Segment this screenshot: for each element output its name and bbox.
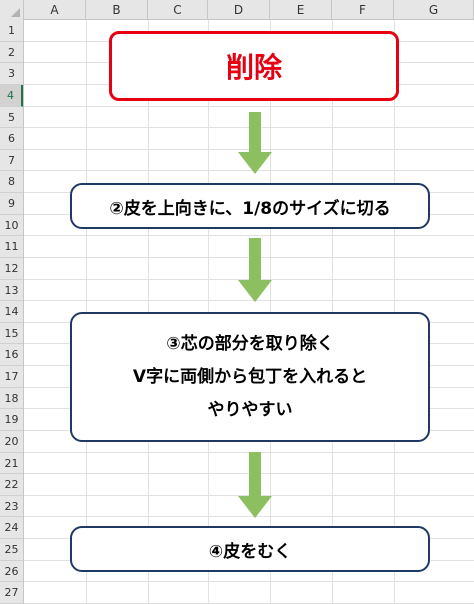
step-2-box[interactable]: ②皮を上向きに、1/8のサイズに切る — [70, 183, 430, 229]
gridline — [24, 516, 474, 518]
row-header-22[interactable]: 22 — [0, 474, 23, 496]
column-header-f[interactable]: F — [332, 0, 394, 20]
row-header-12[interactable]: 12 — [0, 258, 23, 280]
row-header-10[interactable]: 10 — [0, 215, 23, 237]
gridline — [24, 300, 474, 302]
down-arrow-icon — [238, 238, 272, 302]
step-3-line-1: ③芯の部分を取り除く — [166, 333, 334, 354]
step-2-text: ②皮を上向きに、1/8のサイズに切る — [109, 198, 391, 219]
column-header-d[interactable]: D — [208, 0, 270, 20]
step-4-text: ④皮をむく — [208, 541, 292, 562]
row-header-19[interactable]: 19 — [0, 409, 23, 431]
row-header-25[interactable]: 25 — [0, 539, 23, 561]
column-header-g[interactable]: G — [394, 0, 474, 20]
row-header-16[interactable]: 16 — [0, 344, 23, 367]
step-4-box[interactable]: ④皮をむく — [70, 526, 430, 572]
row-header-14[interactable]: 14 — [0, 301, 23, 323]
row-header-5[interactable]: 5 — [0, 107, 23, 129]
row-header-2[interactable]: 2 — [0, 42, 23, 64]
row-header-4[interactable]: 4 — [0, 84, 23, 107]
row-header-9[interactable]: 9 — [0, 193, 23, 215]
row-header-3[interactable]: 3 — [0, 63, 23, 85]
row-header-17[interactable]: 17 — [0, 366, 23, 388]
row-header-21[interactable]: 21 — [0, 453, 23, 475]
gridline — [24, 581, 474, 583]
row-header-15[interactable]: 15 — [0, 323, 23, 345]
title-box[interactable]: 削除 — [109, 31, 399, 101]
gridline — [24, 170, 474, 172]
row-header-18[interactable]: 18 — [0, 388, 23, 410]
row-header-20[interactable]: 20 — [0, 431, 23, 453]
step-3-box[interactable]: ③芯の部分を取り除く V字に両側から包丁を入れると やりやすい — [70, 312, 430, 442]
column-header-e[interactable]: E — [270, 0, 332, 20]
row-header-11[interactable]: 11 — [0, 236, 23, 258]
step-3-line-2: V字に両側から包丁を入れると — [132, 366, 368, 387]
column-header-c[interactable]: C — [148, 0, 208, 20]
column-header-bar: A B C D E F G — [0, 0, 474, 20]
row-header-6[interactable]: 6 — [0, 128, 23, 150]
row-header-27[interactable]: 27 — [0, 582, 23, 604]
row-header-7[interactable]: 7 — [0, 150, 23, 172]
column-header-a[interactable]: A — [24, 0, 86, 20]
row-header-13[interactable]: 13 — [0, 280, 23, 302]
down-arrow-icon — [238, 452, 272, 518]
down-arrow-icon — [238, 112, 272, 174]
step-3-line-3: やりやすい — [207, 399, 293, 420]
gridline — [24, 105, 474, 107]
select-all-corner[interactable] — [0, 0, 24, 20]
gridline — [24, 235, 474, 237]
row-header-1[interactable]: 1 — [0, 20, 23, 42]
row-header-24[interactable]: 24 — [0, 517, 23, 540]
row-header-8[interactable]: 8 — [0, 171, 23, 194]
row-header-23[interactable]: 23 — [0, 496, 23, 518]
row-header-26[interactable]: 26 — [0, 561, 23, 583]
column-header-b[interactable]: B — [86, 0, 148, 20]
title-text: 削除 — [225, 51, 282, 84]
